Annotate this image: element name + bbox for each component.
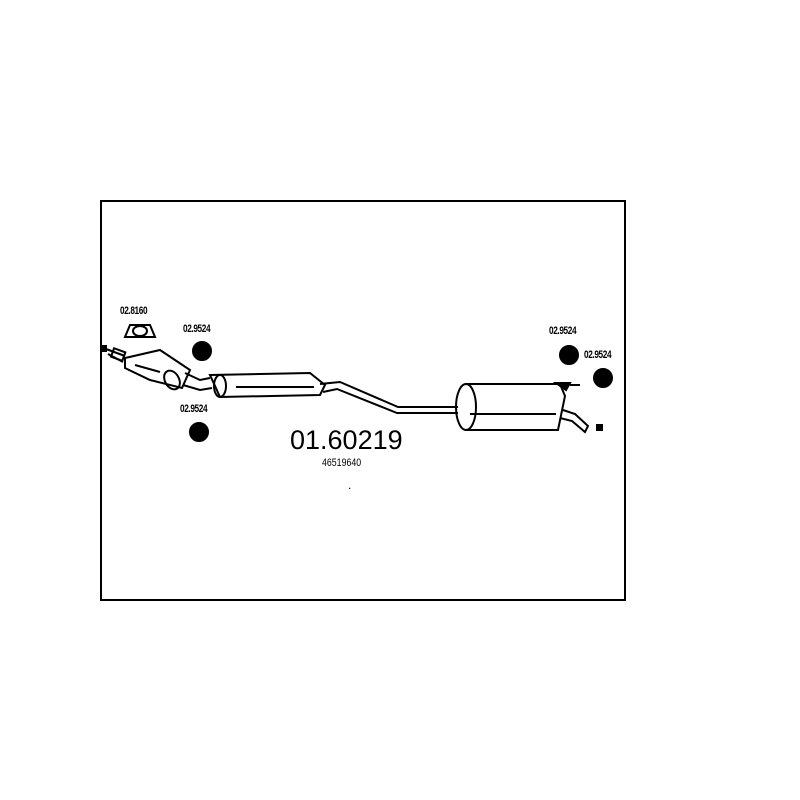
rubber-mount-icon bbox=[593, 368, 613, 388]
rear-muffler bbox=[455, 382, 603, 434]
gasket-icon bbox=[123, 324, 157, 338]
connecting-pipe bbox=[319, 380, 458, 414]
rubber-mount-icon bbox=[192, 341, 212, 361]
front-pipe bbox=[100, 345, 127, 363]
mount-label: 02.9524 bbox=[584, 349, 612, 361]
rubber-mount-icon bbox=[559, 345, 579, 365]
mount-label: 02.9524 bbox=[549, 325, 577, 337]
diagram-frame bbox=[100, 200, 626, 601]
dot-mark: . bbox=[348, 478, 352, 492]
catalyst-muffler bbox=[124, 348, 192, 391]
mount-label: 02.9524 bbox=[183, 323, 211, 335]
oem-number: 46519640 bbox=[322, 457, 362, 469]
part-number: 01.60219 bbox=[290, 425, 403, 455]
rubber-mount-icon bbox=[189, 422, 209, 442]
middle-muffler bbox=[208, 371, 327, 399]
gasket-label: 02.8160 bbox=[120, 305, 148, 317]
middle-pipe bbox=[182, 372, 213, 392]
mount-label: 02.9524 bbox=[180, 403, 208, 415]
